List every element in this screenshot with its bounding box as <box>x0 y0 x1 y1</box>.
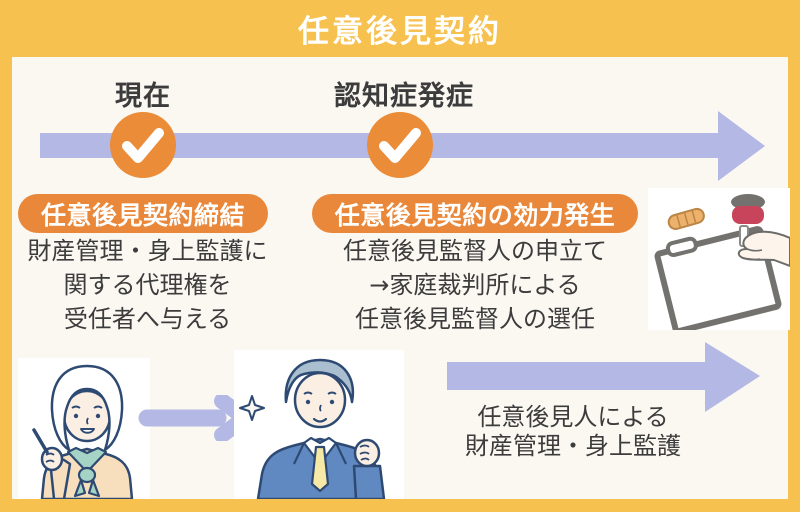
stage-description-conclusion: 財産管理・身上監護に 関する代理権を 受任者へ与える <box>5 234 290 336</box>
description-line: 財産管理・身上監護に <box>27 237 268 265</box>
stage-description-effect: 任意後見監督人の申立て →家庭裁判所による 任意後見監督人の選任 <box>315 234 635 336</box>
description-line: 関する代理権を <box>63 271 232 299</box>
guardian-man-illustration <box>234 350 404 499</box>
check-icon <box>367 112 433 178</box>
header: 任意後見契約 <box>0 0 800 57</box>
guardian-man-icon <box>239 358 386 499</box>
sparkle-icon <box>239 395 265 421</box>
timeline-label-dementia-onset: 認知症発症 <box>334 81 474 112</box>
caption-line: 財産管理・身上監護 <box>465 432 681 460</box>
description-line: 任意後見監督人の選任 <box>355 305 595 333</box>
guardianship-flow-arrow <box>447 342 760 412</box>
elderly-woman-illustration <box>18 358 150 499</box>
elderly-woman-icon <box>32 364 134 499</box>
hanko-seal-signing-icon <box>654 194 790 330</box>
guardianship-flow-caption: 任意後見人による 財産管理・身上監護 <box>443 403 703 461</box>
badge-contract-takes-effect: 任意後見契約の効力発生 <box>312 194 638 233</box>
caption-line: 任意後見人による <box>477 403 669 431</box>
timeline-label-present: 現在 <box>115 81 171 112</box>
check-icon <box>110 112 176 178</box>
description-line: →家庭裁判所による <box>369 271 581 299</box>
description-line: 受任者へ与える <box>63 305 232 333</box>
badge-contract-conclusion: 任意後見契約締結 <box>18 194 268 233</box>
hanko-seal-signing-illustration <box>648 188 790 330</box>
page-title: 任意後見契約 <box>298 14 502 50</box>
description-line: 任意後見監督人の申立て <box>343 237 607 265</box>
